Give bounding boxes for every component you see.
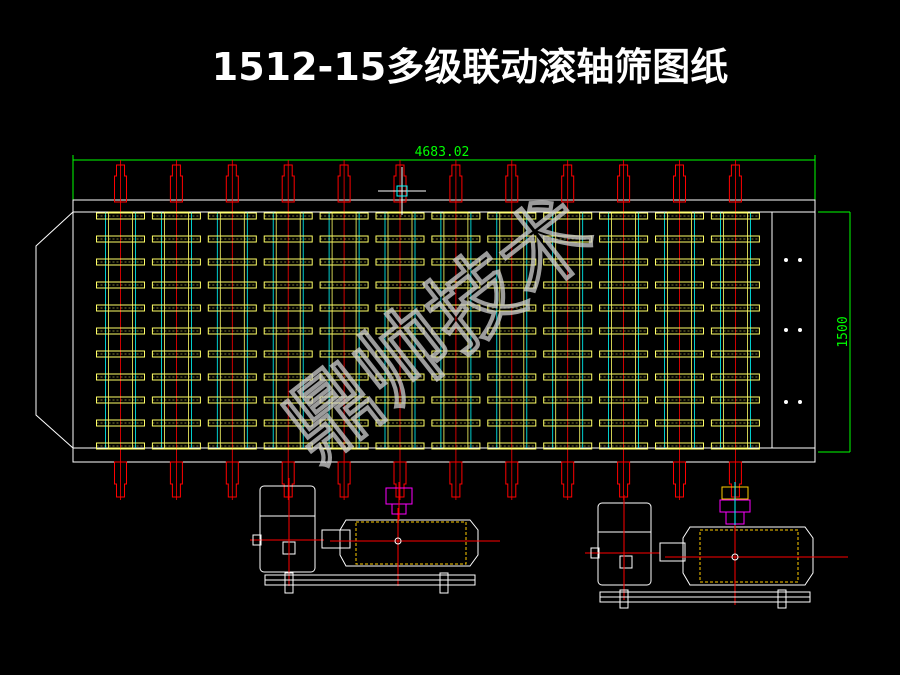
roller-shaft xyxy=(96,160,145,500)
crosshair-marker xyxy=(378,167,426,215)
motor-2 xyxy=(585,495,660,600)
roller-shaft xyxy=(375,160,425,500)
roller-shafts xyxy=(96,160,760,500)
drive-unit-1 xyxy=(250,478,500,594)
roller-shaft xyxy=(655,160,704,500)
roller-shaft xyxy=(151,160,201,500)
height-dimension-label: 1500 xyxy=(836,316,851,347)
width-dimension-label: 4683.02 xyxy=(415,145,470,160)
height-dimension: 1500 xyxy=(818,211,851,453)
drive-unit-2 xyxy=(585,482,848,609)
base-frame-1 xyxy=(264,572,476,594)
roller-shaft xyxy=(599,160,649,500)
reducer-2 xyxy=(659,515,848,605)
roller-shaft xyxy=(207,160,257,500)
motor-1 xyxy=(250,478,324,586)
drawing-title: 1512-15多级联动滚轴筛图纸 xyxy=(212,45,728,89)
watermark-text: 鼎帅技术 xyxy=(266,177,614,481)
roller-shaft xyxy=(431,160,481,500)
base-frame-2 xyxy=(599,589,811,609)
watermark: 鼎帅技术 xyxy=(265,177,615,483)
width-dimension: 4683.02 xyxy=(72,145,816,200)
roller-shaft xyxy=(710,160,760,500)
discharge-plate-holes xyxy=(784,258,802,404)
roller-shaft xyxy=(487,160,537,500)
reducer-1 xyxy=(321,508,500,586)
roller-shaft xyxy=(319,160,369,500)
coupling-2 xyxy=(719,482,751,525)
roller-shaft xyxy=(263,160,313,500)
screen-frame xyxy=(35,199,816,463)
coupling-1 xyxy=(385,482,413,520)
roller-shaft xyxy=(543,160,593,500)
